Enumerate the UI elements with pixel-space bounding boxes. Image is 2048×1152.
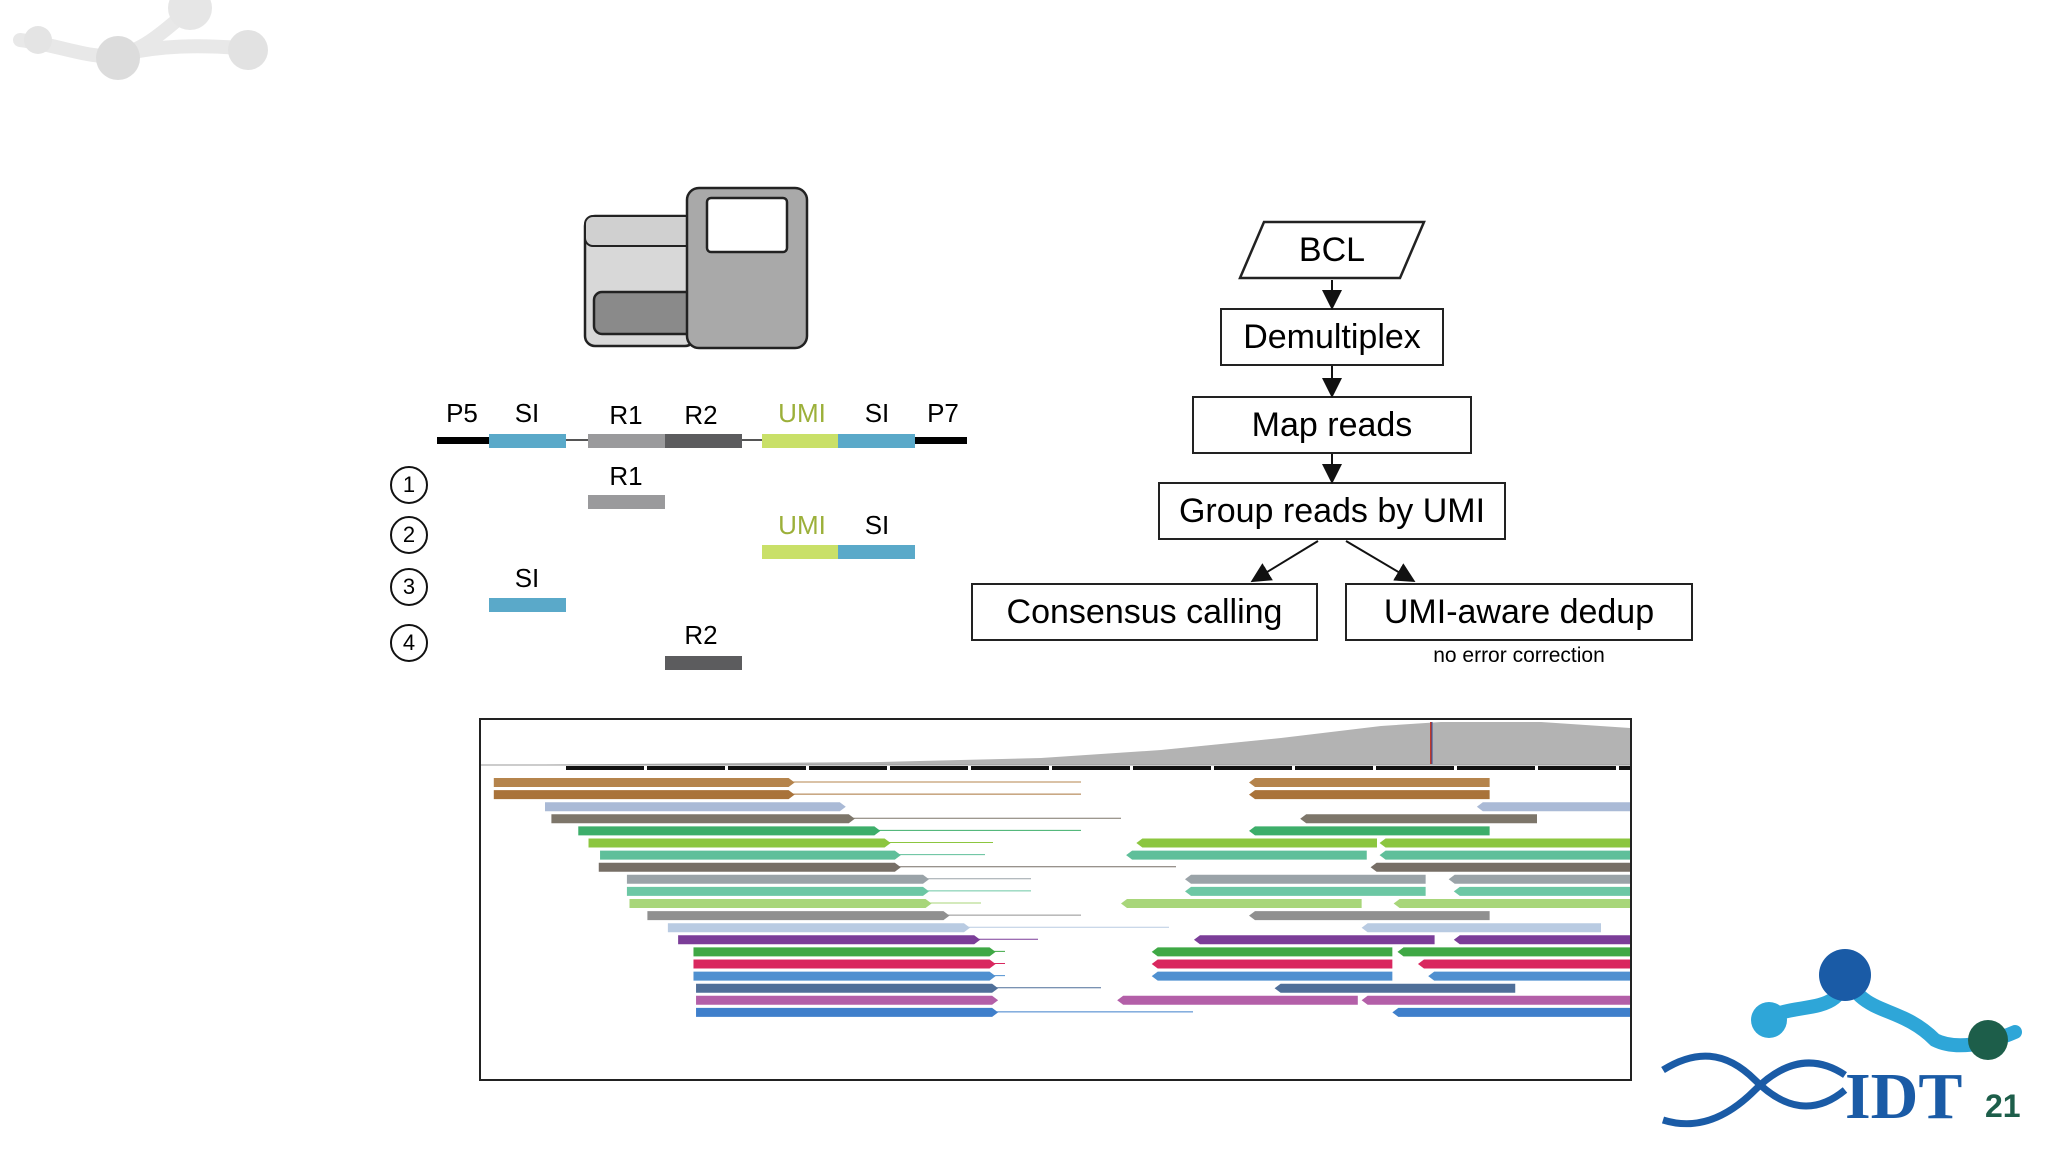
- step-3-label: SI: [514, 563, 540, 593]
- step-4-badge: 4: [390, 624, 428, 662]
- dedup-note: no error correction: [1433, 644, 1605, 667]
- r2-label: R2: [684, 400, 718, 430]
- flowchart-arrows: [1250, 280, 1416, 583]
- decorative-molecule-graphic: [13, 0, 268, 80]
- step-1-label: R1: [609, 461, 643, 491]
- si-right-segment: [838, 434, 915, 448]
- step-2-si-label: SI: [864, 510, 890, 540]
- bcl-label: BCL: [1298, 230, 1366, 269]
- alignment-reads-graphic: [481, 722, 1630, 1017]
- step-2-umi-label: UMI: [778, 510, 826, 540]
- umi-label: UMI: [778, 398, 826, 428]
- p5-segment: [437, 437, 489, 444]
- r2-segment: [665, 434, 742, 448]
- idt-logo: IDT: [1661, 949, 2022, 1133]
- step-4-label: R2: [684, 620, 718, 650]
- step-4-r2-segment: [665, 656, 742, 670]
- step-1-badge: 1: [390, 466, 428, 504]
- genome-browser-panel: [479, 718, 1632, 1081]
- p7-label: P7: [927, 398, 959, 428]
- p7-segment: [915, 437, 967, 444]
- sequencer-instrument-icon: [583, 186, 809, 350]
- page-number: 21: [1985, 1088, 2021, 1124]
- r1-segment: [588, 434, 665, 448]
- step-2-badge: 2: [390, 516, 428, 554]
- demultiplex-box: Demultiplex: [1220, 308, 1444, 366]
- step-1-r1-segment: [588, 495, 665, 509]
- step-3-si-segment: [489, 598, 566, 612]
- group-reads-box: Group reads by UMI: [1158, 482, 1506, 540]
- consensus-calling-box: Consensus calling: [971, 583, 1318, 641]
- si-left-segment: [489, 434, 566, 448]
- umi-dedup-box: UMI-aware dedup: [1345, 583, 1693, 641]
- si-right-label: SI: [864, 398, 890, 428]
- idt-logo-text: IDT: [1845, 1060, 1962, 1133]
- step-2-si-segment: [838, 545, 915, 559]
- step-2-umi-segment: [762, 545, 838, 559]
- map-reads-box: Map reads: [1192, 396, 1472, 454]
- si-left-label: SI: [514, 398, 540, 428]
- bcl-parallelogram: [1238, 220, 1426, 280]
- p5-label: P5: [446, 398, 478, 428]
- r1-label: R1: [609, 400, 643, 430]
- umi-segment: [762, 434, 838, 448]
- step-3-badge: 3: [390, 568, 428, 606]
